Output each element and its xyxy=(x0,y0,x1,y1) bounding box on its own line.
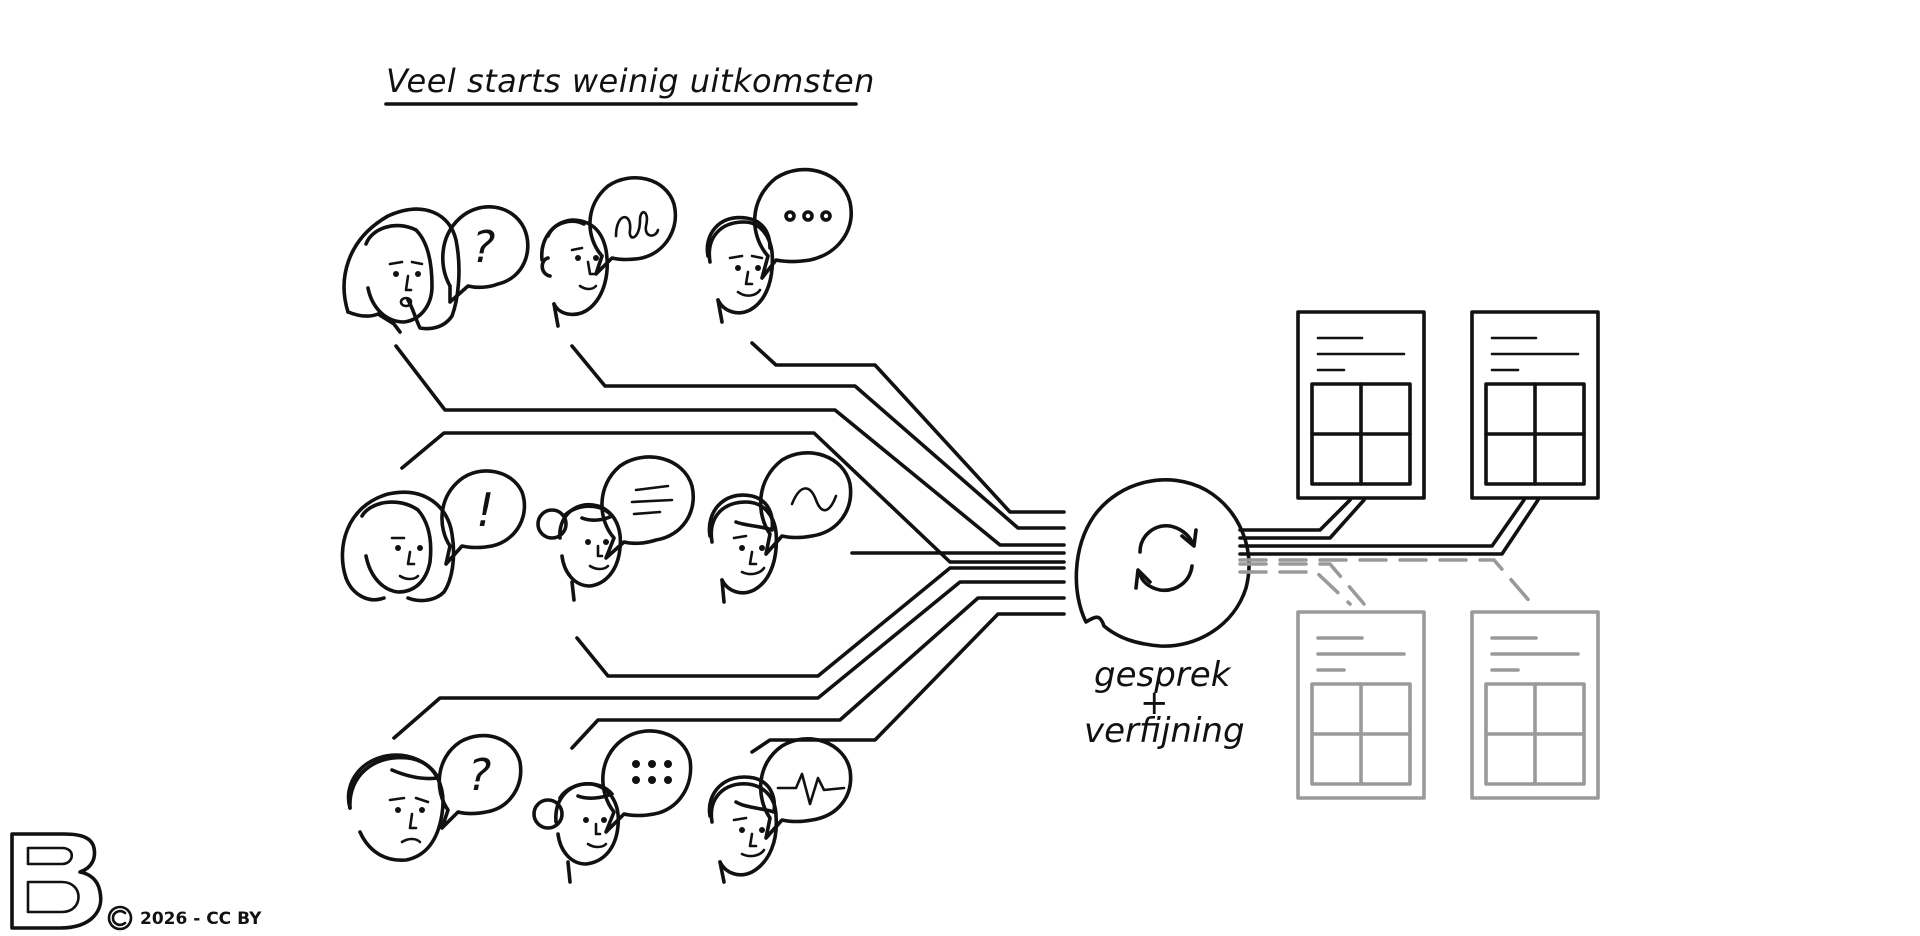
hub-label-line1: gesprek xyxy=(1094,655,1232,695)
hair xyxy=(705,215,772,258)
hair xyxy=(546,219,586,238)
line-to-doc-1-a xyxy=(1238,498,1352,532)
brand-logo xyxy=(10,832,103,930)
doc-page xyxy=(1296,610,1426,800)
face xyxy=(348,755,445,862)
refresh-icon xyxy=(1134,524,1198,592)
logo-letter-b-outer xyxy=(10,832,103,930)
hair xyxy=(340,490,456,603)
ghost-line-doc-3-b xyxy=(1238,570,1352,606)
wave-bubble-icon xyxy=(758,451,853,556)
person-9 xyxy=(707,737,853,884)
hub-label-line2: verfijning xyxy=(1084,711,1245,751)
ghost-line-doc-4 xyxy=(1238,558,1534,606)
person-6 xyxy=(707,451,853,604)
doc-page xyxy=(1470,610,1600,800)
refinement-hub: gesprek + verfijning xyxy=(1074,478,1251,751)
pulse-bubble-icon xyxy=(758,737,853,840)
face xyxy=(360,500,433,594)
person-5 xyxy=(536,455,695,602)
scribble-bubble-icon xyxy=(588,176,678,276)
line-person-2 xyxy=(570,344,1066,530)
ear xyxy=(540,256,552,278)
output-doc-2 xyxy=(1470,310,1600,500)
doc-page xyxy=(1296,310,1426,500)
connector-lines xyxy=(392,341,1066,754)
line-to-doc-2-a xyxy=(1238,498,1526,548)
doc-page xyxy=(1470,310,1600,500)
person-8 xyxy=(532,729,693,884)
hair-bun xyxy=(536,508,568,540)
line-person-4 xyxy=(400,431,1066,564)
person-2 xyxy=(540,176,678,328)
line-person-9 xyxy=(750,612,1066,754)
hair xyxy=(558,782,614,800)
copyright-text: 2026 - CC BY xyxy=(140,909,262,929)
diagram-title: Veel starts weinig uitkomsten xyxy=(384,62,875,106)
ghost-line-doc-3-a xyxy=(1238,562,1366,606)
exclamation-bubble-icon: ! xyxy=(440,469,527,566)
face xyxy=(709,782,779,877)
hub-bubble xyxy=(1074,478,1251,648)
question-bubble-icon: ? xyxy=(437,733,523,830)
line-person-5 xyxy=(575,566,1066,678)
person-4: ! xyxy=(340,469,527,603)
line-person-3 xyxy=(750,341,1066,514)
output-doc-1 xyxy=(1296,310,1426,500)
copyright-icon xyxy=(107,905,133,931)
title-text: Veel starts weinig uitkomsten xyxy=(386,62,875,100)
face xyxy=(709,500,779,595)
output-doc-3 xyxy=(1296,610,1426,800)
svg-text:?: ? xyxy=(472,222,495,273)
dots-grid-bubble-icon xyxy=(601,729,693,834)
svg-text:!: ! xyxy=(476,483,494,537)
hair xyxy=(707,493,775,538)
hair xyxy=(346,753,440,810)
hair xyxy=(562,504,614,522)
copyright-notice: © 2026 - CC BY xyxy=(107,905,262,931)
hair xyxy=(707,775,777,818)
hair-bun xyxy=(532,798,564,830)
question-bubble-icon: ? xyxy=(441,205,530,304)
text-bubble-icon xyxy=(600,455,695,560)
ellipsis-bubble-icon xyxy=(752,167,853,280)
line-to-doc-1-b xyxy=(1238,498,1366,540)
face xyxy=(364,223,434,324)
output-doc-4 xyxy=(1470,610,1600,800)
line-to-doc-2-b xyxy=(1238,498,1540,556)
output-connectors xyxy=(1238,498,1540,606)
svg-text:?: ? xyxy=(468,750,491,801)
neck xyxy=(346,310,402,334)
line-person-8 xyxy=(570,596,1066,750)
hair xyxy=(342,207,461,331)
person-3 xyxy=(705,167,853,324)
line-person-1 xyxy=(394,344,1066,547)
line-person-7 xyxy=(392,580,1066,740)
hub-label-plus: + xyxy=(1140,683,1169,723)
person-7: ? xyxy=(346,733,523,862)
person-1: ? xyxy=(342,205,530,334)
face xyxy=(707,220,775,315)
